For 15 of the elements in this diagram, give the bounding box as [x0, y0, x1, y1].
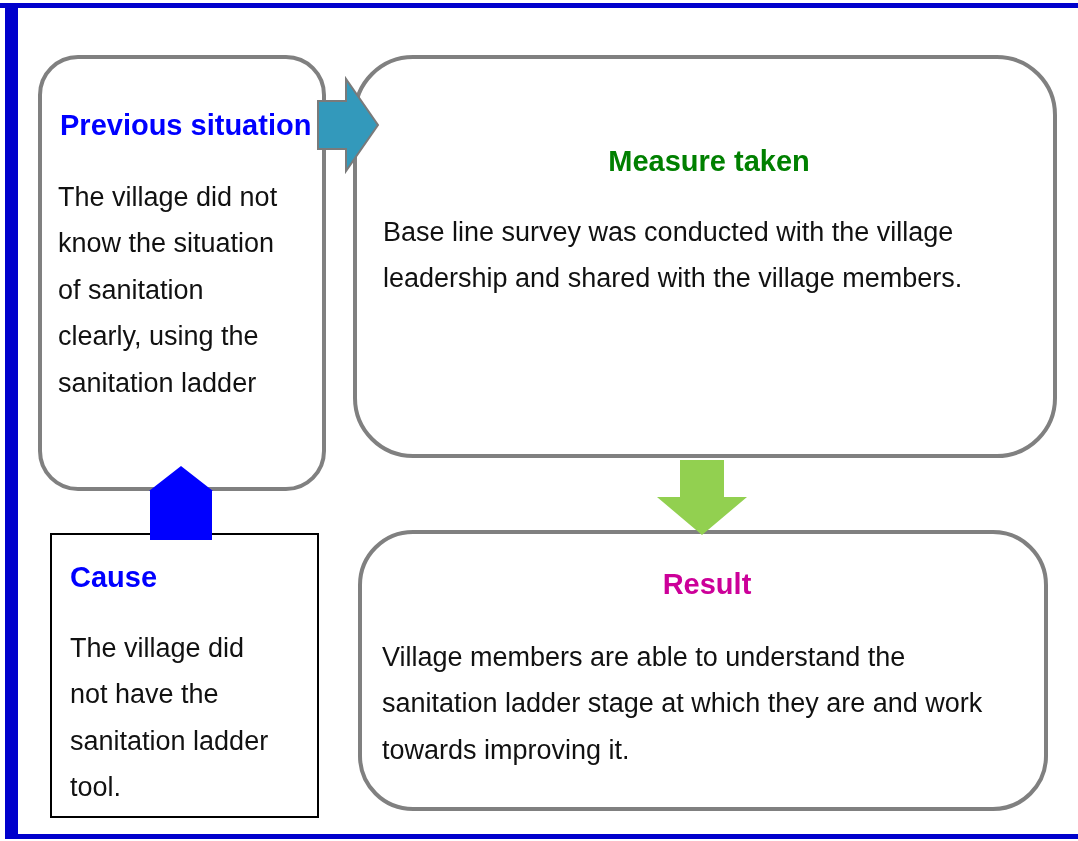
process-box	[38, 55, 326, 491]
process-box	[353, 55, 1057, 458]
box-heading: Measure taken	[607, 145, 811, 178]
box-text: Base line survey was conducted with the village leadership and shared with the village members.	[383, 216, 964, 296]
block-arrow	[149, 466, 213, 540]
box-text: The village did not know the situation of sanitation clearly, using the sanitation ladder	[58, 181, 279, 400]
block-arrow	[657, 460, 747, 535]
box-heading: Result	[661, 568, 753, 601]
result-box	[358, 530, 1048, 811]
box-text: The village did not have the sanitation ladder tool.	[70, 632, 270, 805]
box-heading: Previous situation	[60, 109, 313, 142]
box-heading: Cause	[70, 561, 159, 594]
box-text: Village members are able to understand the sanitation ladder stage at which they are and work towards improving it.	[382, 641, 984, 767]
cause-box	[50, 533, 319, 818]
block-arrow	[317, 75, 380, 175]
